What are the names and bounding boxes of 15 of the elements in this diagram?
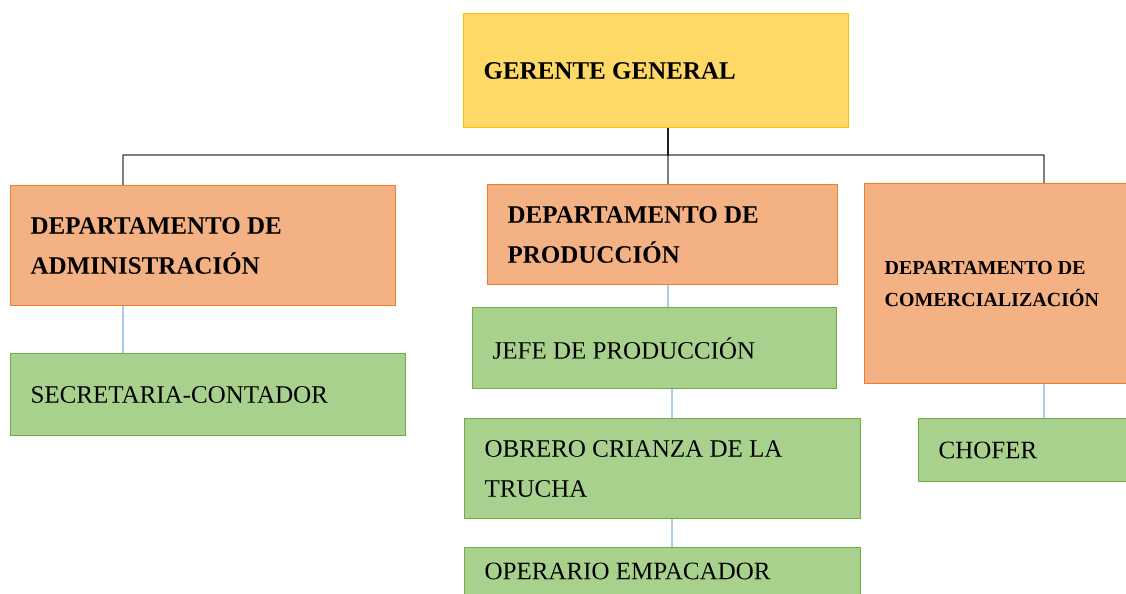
connector-line (671, 518, 673, 548)
position-box: CHOFER (918, 418, 1126, 482)
position-box: JEFE DE PRODUCCIÓN (472, 307, 837, 389)
connector-line (667, 284, 669, 308)
position-box: OBRERO CRIANZA DE LA TRUCHA (464, 418, 861, 519)
department-box: DEPARTAMENTO DE ADMINISTRACIÓN (10, 185, 396, 306)
position-box: OPERARIO EMPACADOR (464, 547, 861, 594)
connector-line (667, 127, 1045, 184)
connector-line (122, 305, 124, 354)
department-box: DEPARTAMENTO DE PRODUCCIÓN (487, 184, 838, 285)
title-box: GERENTE GENERAL (463, 13, 849, 128)
position-box: SECRETARIA-CONTADOR (10, 353, 406, 436)
connector-line (671, 388, 673, 419)
department-box: DEPARTAMENTO DE COMERCIALIZACIÓN (864, 183, 1126, 384)
connector-line (1043, 383, 1045, 419)
